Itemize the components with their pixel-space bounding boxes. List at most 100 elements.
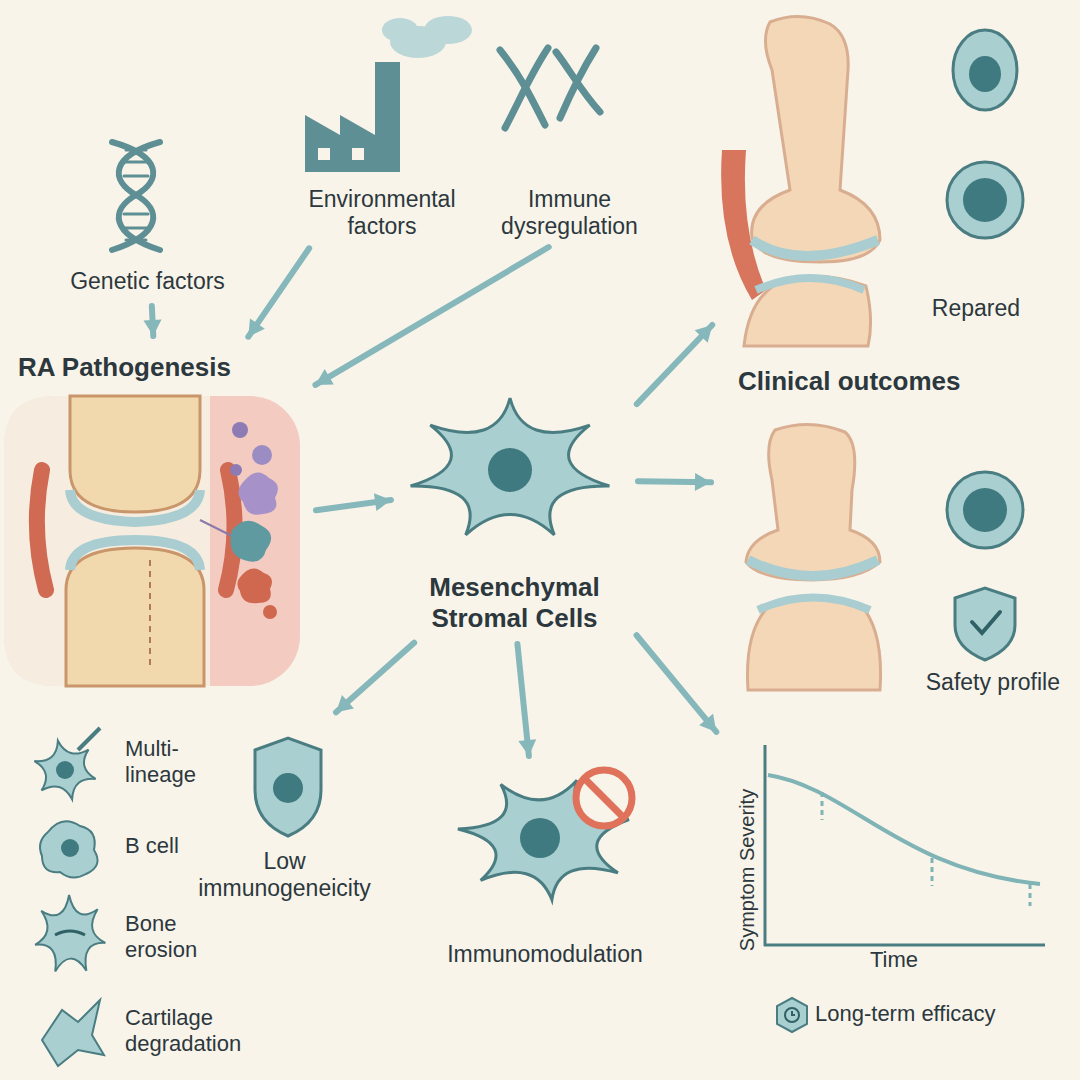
symptom-chart: [785, 1008, 799, 1022]
dna-icon: [126, 149, 146, 152]
feature-item: B cell: [25, 815, 215, 877]
ra-joint-illustration: [230, 464, 242, 476]
bone-erosion-icon: [35, 895, 105, 972]
node-text: Repared: [932, 295, 1020, 323]
repaired-joint: [744, 276, 871, 346]
cartilage-icon: [42, 1000, 104, 1066]
pathogenesis-panel: RA Pathogenesis: [0, 340, 312, 690]
factory-icon: [424, 16, 472, 44]
symptom-chart: [764, 944, 1045, 947]
flow-arrow: [638, 481, 711, 482]
feature-item: Bone erosion: [25, 893, 219, 981]
treated-joint: [963, 488, 1007, 532]
b-cell-icon: [61, 839, 79, 857]
dna-icon: [122, 150, 150, 240]
ra-joint-illustration: [238, 472, 277, 514]
symptom-chart: [1029, 884, 1032, 906]
symptom-chart: [768, 775, 1040, 884]
node-text: Time: [870, 947, 918, 973]
ra-joint-illustration: [4, 396, 300, 686]
b-cell-icon: [40, 821, 98, 877]
chromosome-icon: [505, 48, 548, 128]
ra-joint-illustration: [237, 568, 272, 603]
treated-joint: [972, 612, 1000, 633]
ra-joint-illustration: [149, 560, 151, 670]
symptom-chart: [821, 792, 824, 820]
multi-lineage-icon: [78, 728, 100, 750]
symptom-chart: [931, 858, 934, 886]
factor-label: Environmental factors: [285, 40, 479, 245]
symptom-chart: [822, 792, 1030, 906]
section-heading: Clinical outcomes: [738, 366, 961, 397]
shield-icon: [255, 738, 321, 836]
node-text: Immunomodulation: [447, 941, 643, 969]
node-text: Mesenchymal Stromal Cells: [395, 572, 634, 634]
factory-icon: [382, 18, 418, 42]
ra-joint-illustration: [70, 540, 200, 570]
immunomodulation-icon: [585, 779, 623, 817]
node-text: Safety profile: [926, 669, 1060, 697]
node-text: Immune dysregulation: [480, 186, 659, 241]
dna-icon: [122, 227, 150, 230]
factory-icon: [318, 148, 330, 160]
dna-icon: [112, 142, 160, 250]
factor-label: Genetic factors: [40, 130, 255, 302]
node-text: Long-term efficacy: [815, 1001, 996, 1027]
treated-joint: [758, 598, 870, 611]
outcome-panel: Repared: [715, 15, 1060, 355]
repaired-joint: [721, 16, 1023, 346]
cell-node: Mesenchymal Stromal Cells: [395, 395, 634, 640]
multi-lineage-icon: [56, 761, 74, 779]
feature-item: Cartilage degradation: [25, 988, 289, 1074]
node-text: Cartilage degradation: [125, 1005, 289, 1058]
immunomodulation-icon: [458, 770, 632, 900]
chromosome-icon: [560, 48, 596, 118]
node-text: Symptom Severity: [735, 789, 759, 951]
node-text: Bone erosion: [125, 911, 219, 964]
node-text: Low immunogeneicity: [190, 848, 379, 903]
ra-joint-illustration: [232, 422, 248, 438]
cartilage-icon: [42, 1000, 104, 1066]
outcome-panel: Safety profile: [715, 420, 1070, 705]
ra-joint-illustration: [263, 605, 277, 619]
symptom-chart: [777, 998, 807, 1032]
node-text: RA Pathogenesis: [18, 352, 231, 383]
factory-icon: [352, 148, 364, 160]
msc-cell: [411, 398, 610, 535]
treated-joint: [947, 472, 1023, 548]
factor-label: Immune dysregulation: [480, 40, 659, 245]
shield-icon: [273, 773, 303, 803]
ra-joint-illustration: [37, 470, 46, 590]
flow-arrow: [517, 644, 528, 756]
multi-lineage-icon: [34, 728, 100, 799]
factory-icon: [305, 16, 472, 172]
repaired-joint: [963, 178, 1007, 222]
bone-erosion-icon: [55, 931, 85, 935]
flow-arrow: [637, 635, 717, 732]
node-text: Environmental factors: [285, 186, 479, 241]
b-cell-icon: [40, 821, 98, 877]
treated-joint: [746, 424, 1023, 690]
multi-lineage-icon: [34, 741, 95, 800]
efficacy-chart: Symptom SeverityTimeLong-term efficacy: [715, 735, 1065, 1065]
flow-arrow: [248, 248, 309, 336]
treated-joint: [746, 424, 880, 580]
flow-arrow: [637, 325, 712, 404]
node-text: Genetic factors: [70, 268, 225, 296]
node-text: Multi-lineage: [125, 736, 219, 789]
msc-cell: [488, 448, 532, 492]
ra-joint-illustration: [4, 396, 210, 686]
symptom-chart: [764, 745, 767, 946]
chromosome-icon: [500, 48, 600, 128]
repaired-joint: [756, 278, 864, 290]
feature-item: Multi-lineage: [25, 722, 219, 802]
repaired-joint: [947, 162, 1023, 238]
flow-arrow: [315, 247, 548, 385]
dna-icon: [124, 213, 148, 216]
flow-arrow: [336, 643, 414, 713]
dna-icon: [122, 161, 150, 164]
msc-cell: [411, 398, 610, 535]
ra-joint-illustration: [70, 396, 200, 512]
treated-joint: [955, 588, 1015, 660]
immunomodulation-icon: [576, 770, 632, 826]
